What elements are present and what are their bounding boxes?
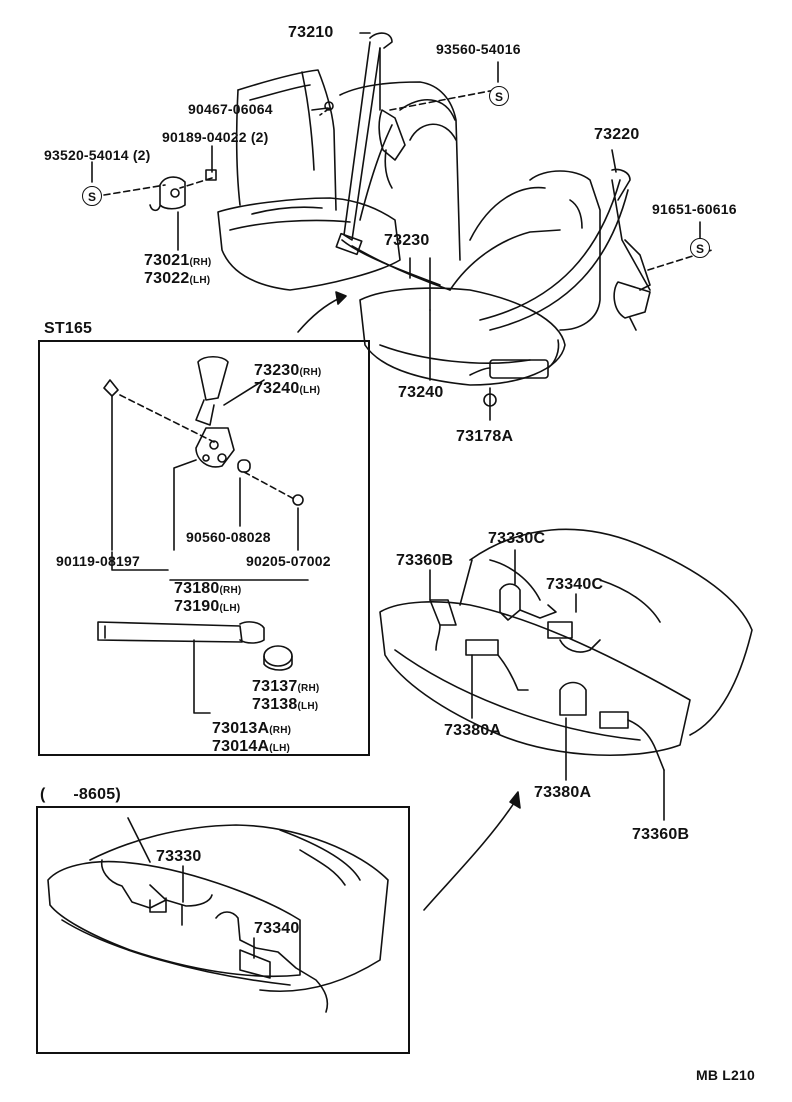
bolt-90467 bbox=[324, 101, 334, 111]
st165-inset-box bbox=[38, 340, 370, 756]
part-label-91651: 91651-60616 bbox=[652, 201, 737, 217]
st165-label-73138: 73138(LH) bbox=[252, 696, 319, 713]
part-label-73178a: 73178A bbox=[456, 428, 514, 445]
part-label-73240: 73240 bbox=[398, 384, 444, 401]
st165-label-90119: 90119-08197 bbox=[56, 553, 140, 569]
st165-leaders bbox=[111, 379, 309, 714]
st165-label-73014a: 73014A(LH) bbox=[212, 738, 291, 755]
part-label-73022: 73022(LH) bbox=[144, 270, 211, 287]
belt-73220 bbox=[479, 168, 651, 331]
st165-dash-leaders bbox=[119, 394, 297, 501]
st165-label-90560: 90560-08028 bbox=[186, 529, 271, 545]
st165-label-73180: 73180(RH) bbox=[174, 580, 242, 597]
leader-lines-solid-upper bbox=[91, 32, 701, 421]
rear-label-73330c: 73330C bbox=[488, 530, 546, 547]
rear-label-73380a-right: 73380A bbox=[534, 784, 592, 801]
pre-8605-inset-box bbox=[36, 806, 410, 1054]
pointer-arrow-upper bbox=[297, 297, 341, 333]
part-label-93520: 93520-54014 (2) bbox=[44, 147, 151, 163]
part-label-73230: 73230 bbox=[384, 232, 430, 249]
rear-label-73360b-top: 73360B bbox=[396, 552, 454, 569]
part-label-90467: 90467-06064 bbox=[188, 101, 273, 117]
left-seat-outline bbox=[217, 69, 461, 291]
st165-label-73190: 73190(LH) bbox=[174, 598, 241, 615]
st165-label-73013a: 73013A(RH) bbox=[212, 720, 292, 737]
old-bench-detail bbox=[47, 817, 389, 1013]
part-label-90189: 90189-04022 (2) bbox=[162, 129, 269, 145]
figure-code: MB L210 bbox=[696, 1067, 755, 1083]
rear-bench-right bbox=[379, 528, 753, 771]
st165-title: ST165 bbox=[44, 320, 93, 337]
belt-73210 bbox=[335, 32, 451, 291]
part-label-73210: 73210 bbox=[288, 24, 334, 41]
st165-label-73230: 73230(RH) bbox=[254, 362, 322, 379]
nut-90189 bbox=[205, 169, 217, 181]
front-seat-outline bbox=[359, 170, 601, 386]
part-label-93560: 93560-54016 bbox=[436, 41, 521, 57]
part-label-73220: 73220 bbox=[594, 126, 640, 143]
anchor-73021 bbox=[149, 176, 186, 212]
pre-8605-title: ( -8605) bbox=[40, 786, 121, 803]
st165-label-73240: 73240(LH) bbox=[254, 380, 321, 397]
old-label-73330: 73330 bbox=[156, 848, 202, 865]
st165-rail bbox=[97, 621, 293, 671]
old-label-73340: 73340 bbox=[254, 920, 300, 937]
rear-label-73340c: 73340C bbox=[546, 576, 604, 593]
symbol-s-91651: S bbox=[690, 238, 710, 258]
st165-label-90205: 90205-07002 bbox=[246, 553, 331, 569]
rear-right-leaders bbox=[429, 549, 665, 821]
rear-label-73360b-bottom: 73360B bbox=[632, 826, 690, 843]
symbol-s-93520: S bbox=[82, 186, 102, 206]
plug-73178a bbox=[483, 393, 497, 407]
part-label-73021: 73021(RH) bbox=[144, 252, 212, 269]
rear-label-73380a-left: 73380A bbox=[444, 722, 502, 739]
pointer-arrow-lower bbox=[423, 799, 517, 911]
old-leaders bbox=[182, 865, 255, 959]
st165-label-73137: 73137(RH) bbox=[252, 678, 320, 695]
symbol-s-93560: S bbox=[489, 86, 509, 106]
